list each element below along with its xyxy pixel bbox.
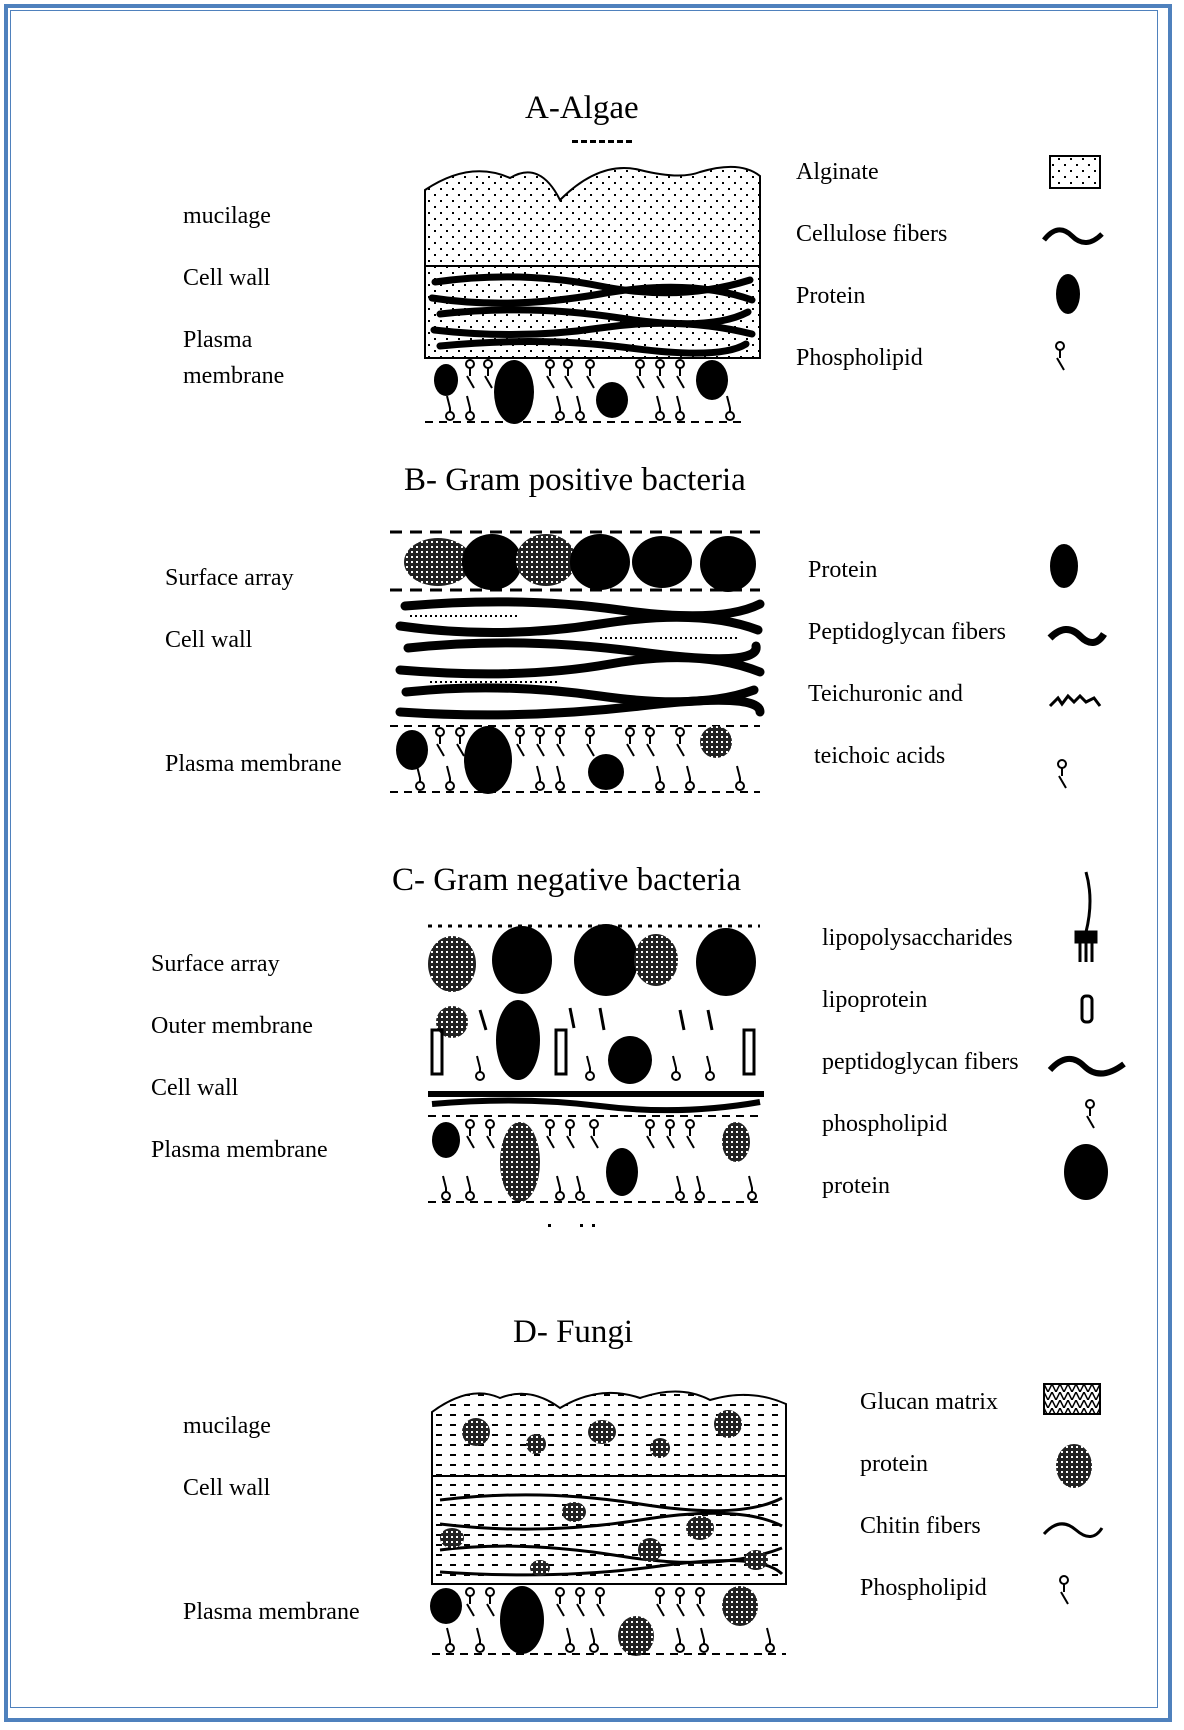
chitin-fiber-icon	[1044, 1524, 1102, 1537]
gn-legend-protein: protein	[822, 1174, 890, 1198]
gn-label-outer-membrane: Outer membrane	[151, 1014, 313, 1038]
fungi-diagram	[430, 1384, 1102, 1656]
algae-plasma-membrane	[425, 360, 745, 424]
gram-negative-title: C- Gram negative bacteria	[392, 864, 741, 897]
fungi-legend-glucan: Glucan matrix	[860, 1390, 998, 1414]
gram-positive-title: B- Gram positive bacteria	[404, 464, 746, 497]
lipopolysaccharide-icon	[1076, 872, 1096, 962]
algae-legend-alginate: Alginate	[796, 160, 879, 184]
algae-label-mucilage: mucilage	[183, 204, 271, 228]
gp-protein-icon	[1050, 544, 1078, 588]
algae-legend-cellulose: Cellulose fibers	[796, 222, 947, 246]
algae-label-plasma: Plasma	[183, 328, 252, 352]
gp-label-plasma-membrane: Plasma membrane	[165, 752, 342, 776]
gram-negative-plasma-membrane	[428, 1116, 760, 1227]
fungi-legend-phospholipid: Phospholipid	[860, 1576, 987, 1600]
gram-positive-cell-wall	[400, 602, 760, 715]
gp-phospholipid-icon	[1058, 760, 1066, 788]
gn-label-cell-wall: Cell wall	[151, 1076, 238, 1100]
gram-positive-diagram	[390, 532, 1104, 794]
teichuronic-acid-icon	[1050, 696, 1100, 706]
algae-label-cell-wall: Cell wall	[183, 266, 270, 290]
algae-protein-icon	[1056, 274, 1080, 314]
gram-positive-surface-array	[404, 534, 756, 592]
gp-legend-teichuronic: Teichuronic and	[808, 682, 963, 706]
gn-legend-phospholipid: phospholipid	[822, 1112, 947, 1136]
peptidoglycan-fiber-icon	[1050, 629, 1104, 642]
fungi-label-cell-wall: Cell wall	[183, 1476, 270, 1500]
gn-phospholipid-icon	[1086, 1100, 1094, 1128]
gram-negative-cell-wall	[428, 1094, 764, 1110]
gp-label-cell-wall: Cell wall	[165, 628, 252, 652]
fungi-protein-icon	[1056, 1444, 1092, 1488]
fungi-legend-protein: protein	[860, 1452, 928, 1476]
gram-negative-surface-array	[428, 924, 756, 996]
fungi-legend-chitin: Chitin fibers	[860, 1514, 981, 1538]
gn-peptidoglycan-fiber-icon	[1050, 1059, 1124, 1074]
gn-label-plasma-membrane: Plasma membrane	[151, 1138, 328, 1162]
gn-legend-peptidoglycan: peptidoglycan fibers	[822, 1050, 1019, 1074]
algae-legend-protein: Protein	[796, 284, 865, 308]
fungi-cell-wall-box	[432, 1476, 786, 1584]
lipoprotein-icon	[1082, 996, 1092, 1022]
fungi-title: D- Fungi	[513, 1316, 633, 1349]
gn-legend-lipopolysaccharides: lipopolysaccharides	[822, 926, 1013, 950]
algae-legend-phospholipid: Phospholipid	[796, 346, 923, 370]
gp-legend-peptidoglycan: Peptidoglycan fibers	[808, 620, 1006, 644]
algae-mucilage-layer	[425, 167, 760, 266]
glucan-matrix-icon	[1044, 1384, 1100, 1414]
gp-label-surface-array: Surface array	[165, 566, 294, 590]
gram-negative-outer-membrane	[432, 1000, 754, 1084]
gram-positive-plasma-membrane	[390, 726, 760, 794]
gp-legend-teichoic: teichoic acids	[814, 744, 945, 768]
gram-negative-diagram	[428, 872, 1124, 1227]
cellulose-fiber-icon	[1044, 230, 1102, 243]
gn-label-surface-array: Surface array	[151, 952, 280, 976]
algae-title: A-Algae	[525, 92, 639, 125]
fungi-plasma-membrane	[430, 1586, 786, 1656]
fungi-phospholipid-icon	[1060, 1576, 1068, 1604]
algae-label-membrane: membrane	[183, 364, 284, 388]
gn-protein-icon	[1064, 1144, 1108, 1200]
alginate-icon	[1050, 156, 1100, 188]
fungi-label-plasma-membrane: Plasma membrane	[183, 1600, 360, 1624]
gn-legend-lipoprotein: lipoprotein	[822, 988, 927, 1012]
gp-legend-protein: Protein	[808, 558, 877, 582]
algae-diagram	[425, 156, 1102, 424]
algae-title-underline	[572, 140, 632, 143]
fungi-label-mucilage: mucilage	[183, 1414, 271, 1438]
algae-phospholipid-icon	[1056, 342, 1064, 370]
